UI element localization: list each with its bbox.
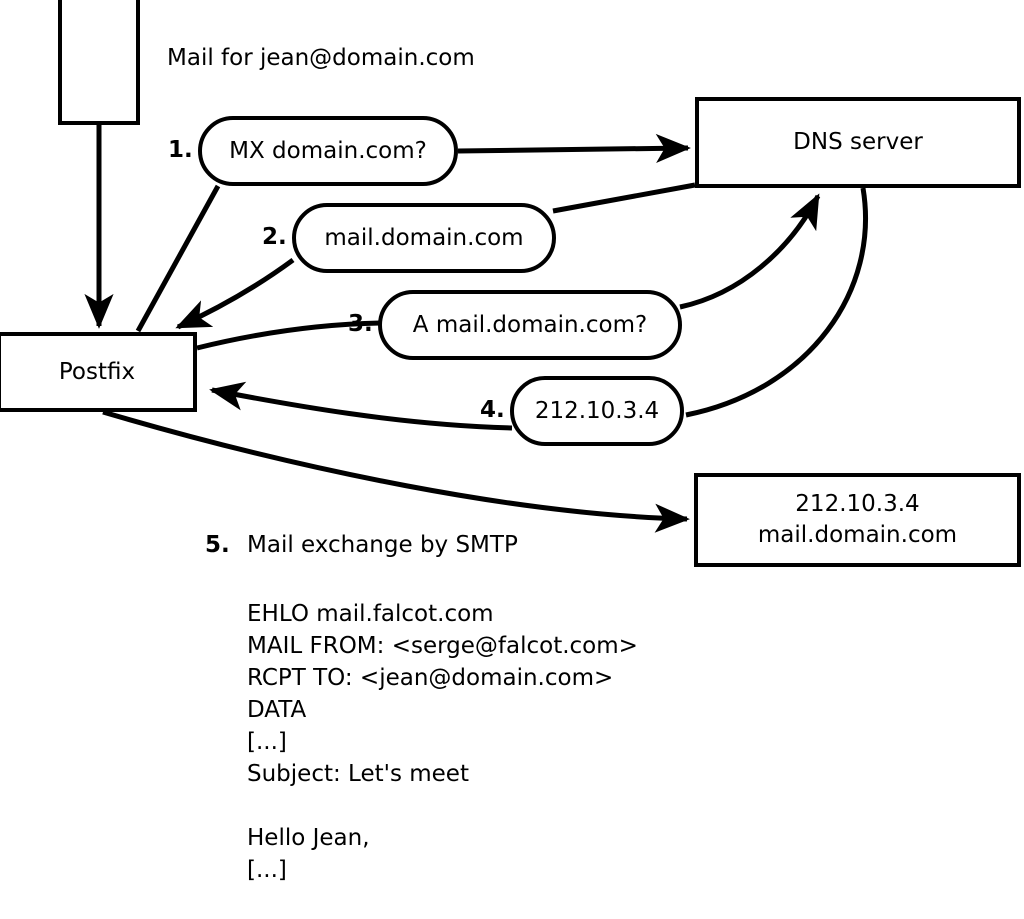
message-pill-mx-answer[interactable]: mail.domain.com bbox=[292, 203, 556, 273]
message-pill-a-answer[interactable]: 212.10.3.4 bbox=[510, 376, 684, 446]
edge-dns-to-step4 bbox=[685, 187, 869, 418]
mail-for-label: Mail for jean@domain.com bbox=[167, 45, 475, 71]
step-number-3: 3. bbox=[348, 311, 373, 337]
edge-step2-to-postfix bbox=[175, 257, 295, 330]
message-pill-a-answer-label: 212.10.3.4 bbox=[534, 398, 660, 424]
edge-postfix-to-step3 bbox=[196, 320, 381, 351]
edge-step4-to-postfix bbox=[209, 381, 513, 431]
smtp-transcript: EHLO mail.falcot.com MAIL FROM: <serge@f… bbox=[247, 601, 638, 883]
edge-postfix-to-target bbox=[102, 409, 690, 533]
message-pill-a-query-label: A mail.domain.com? bbox=[412, 312, 648, 338]
message-pill-mx-answer-label: mail.domain.com bbox=[324, 225, 524, 251]
message-pill-a-query[interactable]: A mail.domain.com? bbox=[378, 290, 682, 360]
edge-postfix-to-step1 bbox=[135, 184, 221, 333]
postfix-node-label: Postfix bbox=[58, 358, 136, 385]
step-number-2: 2. bbox=[262, 224, 287, 250]
dns-server-node-label: DNS server bbox=[793, 129, 923, 155]
step-number-1: 1. bbox=[168, 137, 193, 163]
step-number-5: 5. bbox=[205, 532, 230, 558]
step-number-4: 4. bbox=[480, 397, 505, 423]
target-server-node[interactable]: 212.10.3.4 mail.domain.com bbox=[694, 473, 1021, 567]
dns-server-node[interactable]: DNS server bbox=[695, 97, 1021, 188]
edge-step1-to-dns bbox=[457, 133, 691, 164]
message-pill-mx-query[interactable]: MX domain.com? bbox=[198, 116, 458, 186]
edge-step3-to-dns bbox=[679, 193, 821, 310]
postfix-node[interactable]: Postfix bbox=[0, 332, 197, 412]
target-server-node-label: 212.10.3.4 mail.domain.com bbox=[757, 491, 958, 548]
edge-dns-to-step2 bbox=[552, 182, 696, 214]
step-5-label: Mail exchange by SMTP bbox=[247, 532, 518, 558]
client-node[interactable] bbox=[58, 0, 140, 125]
message-pill-mx-query-label: MX domain.com? bbox=[229, 138, 427, 164]
